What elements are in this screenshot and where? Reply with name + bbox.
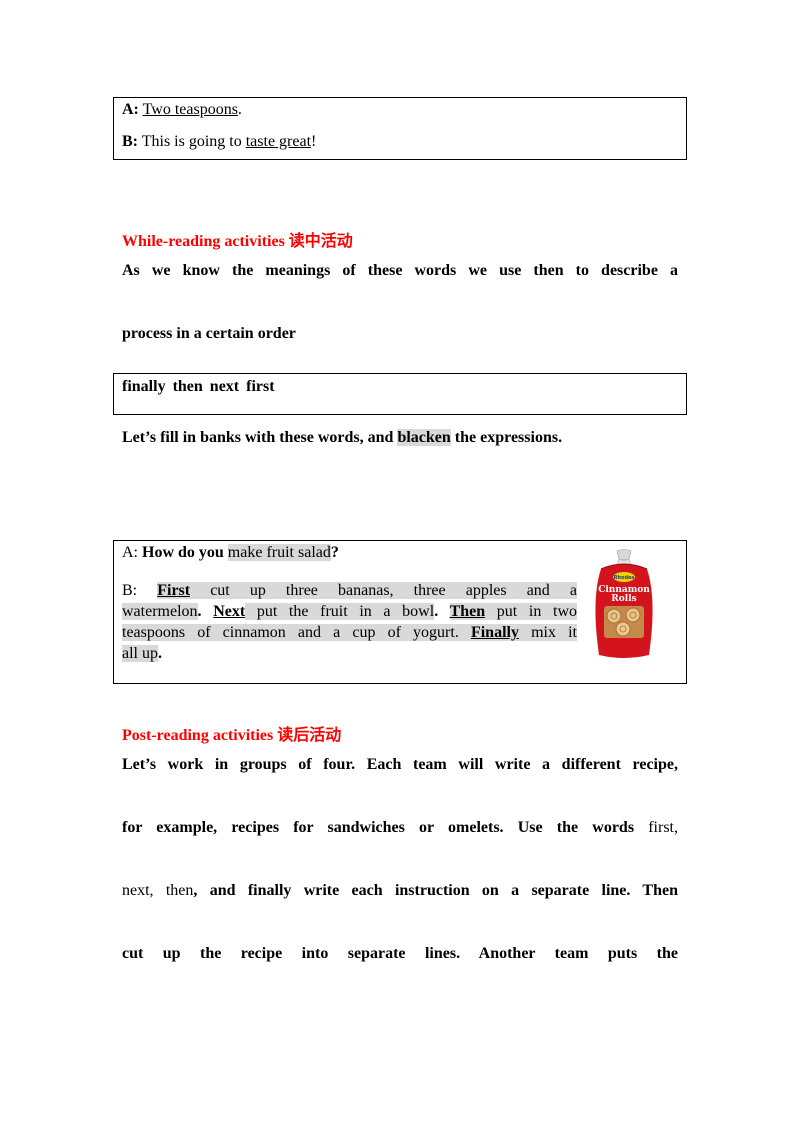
word-next: Next <box>213 603 246 620</box>
answer-line-1: B: First cut up three bananas, three app… <box>122 580 577 601</box>
highlight-blacken: blacken <box>397 429 451 446</box>
fill-instruction: Let’s fill in banks with these words, an… <box>122 429 562 447</box>
heading-zh: 读后活动 <box>277 725 342 744</box>
text-bold: for example, recipes for sandwiches or o… <box>122 819 649 836</box>
question-highlight: make fruit salad <box>227 544 331 561</box>
line-b: B: This is going to taste great! <box>122 133 316 151</box>
text-normal: first, <box>648 819 678 836</box>
word-first: First <box>157 582 191 599</box>
word-finally: Finally <box>470 624 519 641</box>
intro-line-1: As we know the meanings of these words w… <box>122 262 678 279</box>
text-normal: next, then <box>122 882 194 899</box>
line-a: A: Two teaspoons. <box>122 101 242 119</box>
cinnamon-rolls-bag-image: Rhodes Cinnamon Rolls <box>595 549 653 658</box>
question-line: A: How do you make fruit salad? <box>122 544 339 562</box>
while-reading-heading: While-reading activities 读中活动 <box>122 227 353 251</box>
speaker-b: B: <box>122 133 138 150</box>
answer-underlined: Two teaspoons <box>142 101 238 118</box>
punct: . <box>197 603 214 620</box>
brand-label: Rhodes <box>614 575 635 581</box>
word-box: finally then next first <box>113 373 687 415</box>
text: put the fruit in a bowl <box>245 603 435 620</box>
post-line-2: for example, recipes for sandwiches or o… <box>122 819 678 837</box>
punct: . <box>237 101 242 118</box>
text: mix it <box>518 624 578 641</box>
punct: . <box>434 603 450 620</box>
answer-paragraph: B: First cut up three bananas, three app… <box>122 580 578 664</box>
word-then: Then <box>449 603 486 620</box>
post-reading-heading: Post-reading activities 读后活动 <box>122 721 341 745</box>
text: all up <box>122 645 158 662</box>
text: This is going to <box>141 133 246 150</box>
speaker-a: A: <box>122 101 139 118</box>
text: watermelon <box>122 603 198 620</box>
word-list: finally then next first <box>122 378 275 395</box>
answer-line-4: all up. <box>122 643 577 664</box>
punct: ? <box>330 544 339 561</box>
text: put in two <box>485 603 577 620</box>
post-line-4: cut up the recipe into separate lines. A… <box>122 945 678 962</box>
question-bold: How do you <box>142 544 224 561</box>
text: teaspoons of cinnamon and a cup of yogur… <box>122 624 471 641</box>
answer-line-3: teaspoons of cinnamon and a cup of yogur… <box>122 622 578 643</box>
answer-line-2: watermelon. Next put the fruit in a bowl… <box>122 601 577 622</box>
recipe-dialogue-box: A: How do you make fruit salad? B: First… <box>113 540 687 684</box>
heading-zh: 读中活动 <box>288 231 353 250</box>
speaker-b: B: <box>122 582 158 599</box>
speaker-a: A: <box>122 544 142 561</box>
dialogue-box-top: A: Two teaspoons. B: This is going to ta… <box>113 97 687 160</box>
punct: . <box>158 645 162 662</box>
text: cut up three bananas, three apples and a <box>190 582 577 599</box>
intro-line-2: process in a certain order <box>122 325 296 342</box>
post-line-3: next, then, and finally write each instr… <box>122 882 678 900</box>
text: Let’s fill in banks with these words, an… <box>122 429 398 446</box>
product-label-1: Cinnamon <box>598 585 650 595</box>
post-line-1: Let’s work in groups of four. Each team … <box>122 756 678 773</box>
heading-en: Post-reading activities <box>122 727 278 744</box>
heading-en: While-reading activities <box>122 233 289 250</box>
punct: ! <box>311 133 317 150</box>
text-bold: , and finally write each instruction on … <box>193 882 678 899</box>
phrase-underlined: taste great <box>245 133 312 150</box>
product-label-2: Rolls <box>611 594 636 604</box>
text: the expressions. <box>450 429 563 446</box>
